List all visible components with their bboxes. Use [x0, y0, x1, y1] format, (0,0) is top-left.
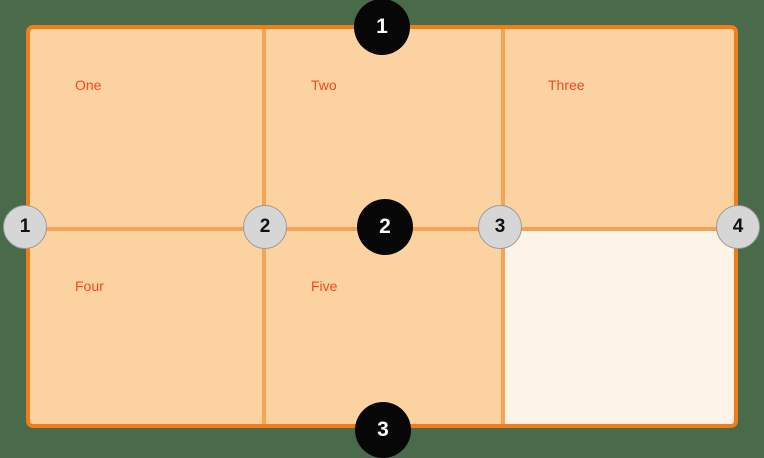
grid-cell-five[interactable] — [266, 231, 501, 424]
cell-label-five: Five — [311, 278, 338, 294]
grid-cell-empty[interactable] — [505, 231, 734, 424]
row-node-1[interactable]: 1 — [354, 0, 410, 55]
grid-cell-three[interactable] — [505, 29, 734, 227]
column-node-2[interactable]: 2 — [243, 205, 287, 249]
grid-cell-four[interactable] — [30, 231, 262, 424]
column-node-3[interactable]: 3 — [478, 205, 522, 249]
row-node-3[interactable]: 3 — [355, 402, 411, 458]
cell-label-four: Four — [75, 278, 104, 294]
grid-cell-one[interactable] — [30, 29, 262, 227]
grid-cell-two[interactable] — [266, 29, 501, 227]
cell-label-two: Two — [311, 77, 337, 93]
column-node-4[interactable]: 4 — [716, 205, 760, 249]
cell-label-three: Three — [548, 77, 585, 93]
cell-label-one: One — [75, 77, 102, 93]
row-node-2[interactable]: 2 — [357, 199, 413, 255]
column-node-1[interactable]: 1 — [3, 205, 47, 249]
